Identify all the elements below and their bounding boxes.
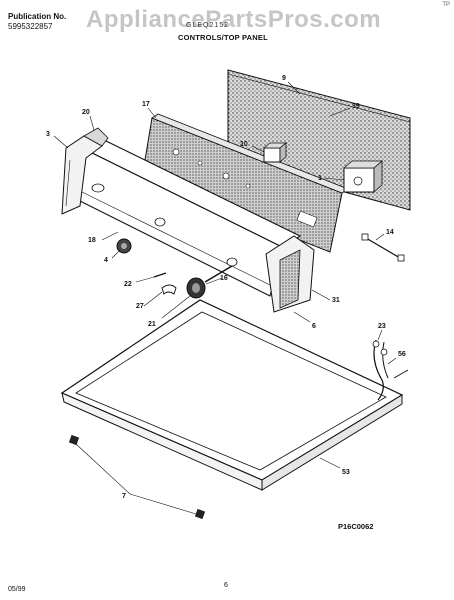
corner-mark: TP (442, 2, 450, 8)
callout-10: 10 (240, 141, 248, 148)
callout-1: 1 (318, 175, 322, 182)
publication-date: 05/99 (8, 586, 26, 593)
callout-20: 20 (82, 109, 90, 116)
knob-part-16 (186, 265, 233, 299)
page-number: 6 (224, 582, 228, 589)
callout-31: 31 (332, 297, 340, 304)
callout-56: 56 (398, 351, 406, 358)
hinge-part-7-left (68, 434, 80, 446)
callout-21: 21 (148, 321, 156, 328)
publication-number: 5995322857 (8, 22, 53, 31)
harness-part-23 (372, 339, 409, 401)
callout-6: 6 (312, 323, 316, 330)
console-part-18 (69, 139, 302, 297)
callout-53: 53 (342, 469, 350, 476)
timer-part-1 (342, 160, 384, 193)
callout-3: 3 (46, 131, 50, 138)
model-number: GLEQ2152 (186, 22, 230, 29)
section-title: CONTROLS/TOP PANEL (178, 33, 268, 42)
right-end-cap (265, 235, 315, 313)
callout-27: 27 (136, 303, 144, 310)
knob-part-4 (116, 238, 132, 254)
callout-9: 9 (282, 75, 286, 82)
callout-7: 7 (122, 493, 126, 500)
callout-16: 16 (220, 275, 228, 282)
watermark: AppliancePartsPros.com (86, 6, 382, 33)
left-end-cap (61, 127, 109, 215)
drawing-code: P16C0062 (338, 522, 374, 531)
switch-part-10 (262, 142, 288, 163)
publication-label: Publication No. (8, 12, 67, 21)
small-parts-22-27 (153, 272, 177, 295)
callout-18: 18 (88, 237, 96, 244)
top-panel-part-53 (60, 299, 404, 491)
wire-part-14 (361, 233, 405, 262)
callout-23: 23 (378, 323, 386, 330)
callout-4: 4 (104, 257, 108, 264)
callout-39: 39 (352, 103, 360, 110)
callout-14: 14 (386, 229, 394, 236)
hinge-part-7-right (194, 508, 206, 520)
leader-lines (53, 81, 397, 515)
callout-22: 22 (124, 281, 132, 288)
callout-17: 17 (142, 101, 150, 108)
